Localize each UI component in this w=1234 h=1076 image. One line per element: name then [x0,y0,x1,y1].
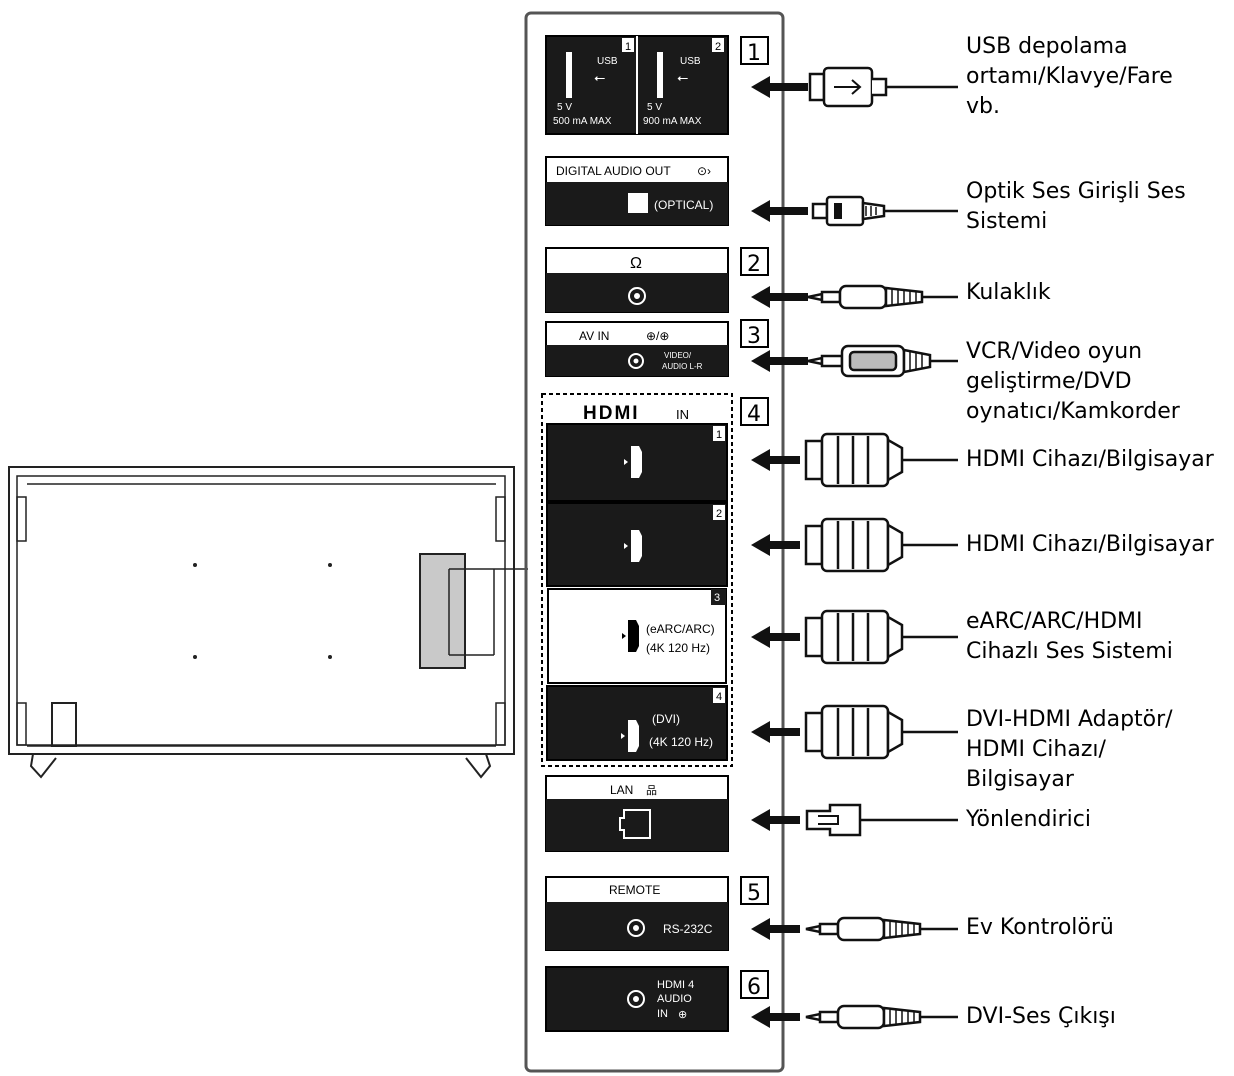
lan-device-label: Yönlendirici [966,807,1091,832]
port-number-1: 1 [747,41,761,66]
hdmi1-port: 1 [546,423,728,502]
optical-out-icon: ⊙› [697,164,711,178]
hdmi4-slot: 4 [716,691,722,703]
usb-cable [808,66,958,108]
usb2-slot: 2 [715,41,721,53]
av-in-head: AV IN [579,329,609,343]
hdmi2-slot: 2 [716,508,722,520]
remote-cable [805,916,958,942]
usb1-label: USB [597,56,618,67]
hdmi1-device-label: HDMI Cihazı/Bilgisayar [966,447,1214,472]
usb-icon: ⭠ [594,69,605,85]
optical-head: DIGITAL AUDIO OUT [556,164,671,178]
port-number-6: 6 [747,975,761,1000]
hdmi4-device-label: DVI-HDMI Adaptör/ HDMI Cihazı/ Bilgisaya… [966,707,1173,792]
lan-cable [805,803,958,837]
usb2-label: USB [680,56,701,67]
hdmi4-audio-line2: AUDIO [657,993,692,1005]
usb2-amp: 900 mA MAX [643,116,702,127]
usb1-amp: 500 mA MAX [553,116,612,127]
port-number-3: 3 [747,324,761,349]
remote-device-label: Ev Kontrolörü [966,915,1114,940]
av-in-line2: AUDIO L-R [662,362,703,371]
hdmi4-audio-port-group: HDMI 4 AUDIO IN ⊕ [545,966,729,1032]
hdmi-group-dashed-box [541,393,733,767]
remote-port-group: REMOTE RS-232C [545,876,729,951]
hdmi4-port: 4 (DVI) (4K 120 Hz) [546,685,728,761]
usb-icon: ⭠ [677,69,688,85]
hdmi-in-header: HDMI IN [583,403,689,424]
port-number-2: 2 [747,252,761,277]
hdmi-cable [804,432,958,488]
hdmi-cable [804,517,958,573]
hdmi3-line2: (4K 120 Hz) [646,641,710,655]
optical-cable [811,195,958,227]
hdmi1-slot: 1 [716,429,722,441]
remote-head: REMOTE [609,883,660,897]
av-device-label: VCR/Video oyun geliştirme/DVD oynatıcı/K… [966,339,1180,424]
av-in-port-group: AV IN ⊕/⊕ VIDEO/ AUDIO L-R [545,321,729,377]
hdmi-head-suffix: IN [676,407,689,422]
headphone-icon: Ω [630,255,642,272]
remote-body: RS-232C [663,922,713,936]
usb-device-label: USB depolama ortamı/Klavye/Fare vb. [966,34,1173,119]
hdmi3-port: 3 (eARC/ARC) (4K 120 Hz) [547,588,727,684]
hdmi4-audio-line1: HDMI 4 [657,979,694,991]
hdmi2-port: 2 [546,502,728,587]
tv-mount-holes [193,563,332,659]
optical-device-label: Optik Ses Girişli Ses Sistemi [966,179,1186,234]
headphone-device-label: Kulaklık [966,280,1051,305]
number-boxes [740,36,769,999]
usb2-volt: 5 V [647,102,662,113]
lan-port-group: LAN 品 [545,775,729,852]
lan-head: LAN [610,783,633,797]
optical-port-group: DIGITAL AUDIO OUT ⊙› (OPTICAL) [545,156,729,226]
tv-back-illustration [8,466,528,779]
usb1-volt: 5 V [557,102,572,113]
cables [804,66,958,1030]
input-icon: ⊕ [678,1009,687,1021]
usb-port-group: USB ⭠ 1 5 V 500 mA MAX USB ⭠ 2 5 V 900 m… [545,35,729,135]
hdmi4-line2: (4K 120 Hz) [649,735,713,749]
hdmi-cable [804,609,958,665]
port-number-4: 4 [747,402,761,427]
network-icon: 品 [646,784,657,797]
optical-body: (OPTICAL) [654,198,713,212]
hdmi4-audio-device-label: DVI-Ses Çıkışı [966,1004,1116,1029]
av-in-line1: VIDEO/ [664,351,692,360]
hdmi3-device-label: eARC/ARC/HDMI Cihazlı Ses Sistemi [966,609,1173,664]
headphone-port-group: Ω [545,247,729,313]
hdmi-head: HDMI [583,403,640,424]
hdmi-cable [804,704,958,760]
input-icon: ⊕/⊕ [646,329,669,343]
hdmi4-audio-line3: IN [657,1008,668,1020]
audio-cable [805,1004,958,1030]
hdmi4-line1: (DVI) [652,712,680,726]
hdmi3-slot: 3 [714,592,720,604]
headphone-cable [807,284,958,310]
usb1-slot: 1 [625,41,631,53]
hdmi2-device-label: HDMI Cihazı/Bilgisayar [966,532,1214,557]
port-number-5: 5 [747,881,761,906]
connection-arrows [751,76,808,1028]
av-cable [807,344,958,378]
hdmi3-line1: (eARC/ARC) [646,622,715,636]
